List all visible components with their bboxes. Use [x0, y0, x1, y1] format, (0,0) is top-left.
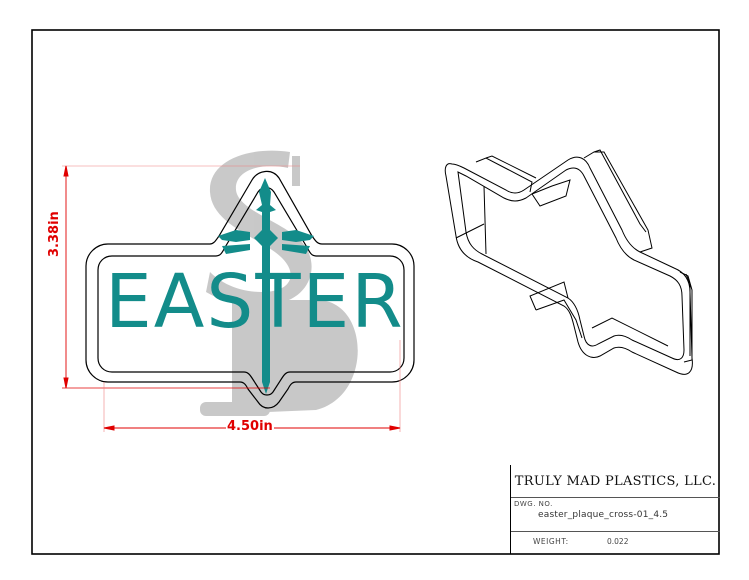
dimension-lines — [62, 165, 401, 432]
cross-design — [218, 178, 314, 394]
drawing-number-value: easter_plaque_cross-01_4.5 — [538, 510, 669, 520]
drawing-number-label: DWG. NO. — [514, 500, 553, 508]
sheet-border — [31, 29, 720, 555]
height-dimension-label: 3.38in — [47, 210, 62, 258]
weight-label: WEIGHT: — [533, 537, 569, 546]
design-text-easter: EASTER — [105, 259, 405, 345]
weight-value: 0.022 — [607, 537, 629, 546]
width-dimension-label: 4.50in — [226, 419, 274, 434]
title-block: TRULY MAD PLASTICS, LLC. DWG. NO. easter… — [510, 465, 720, 554]
title-block-divider — [511, 531, 720, 532]
company-name: TRULY MAD PLASTICS, LLC. — [511, 465, 720, 498]
cutter-outer-outline — [85, 170, 415, 409]
isometric-view — [444, 149, 693, 375]
